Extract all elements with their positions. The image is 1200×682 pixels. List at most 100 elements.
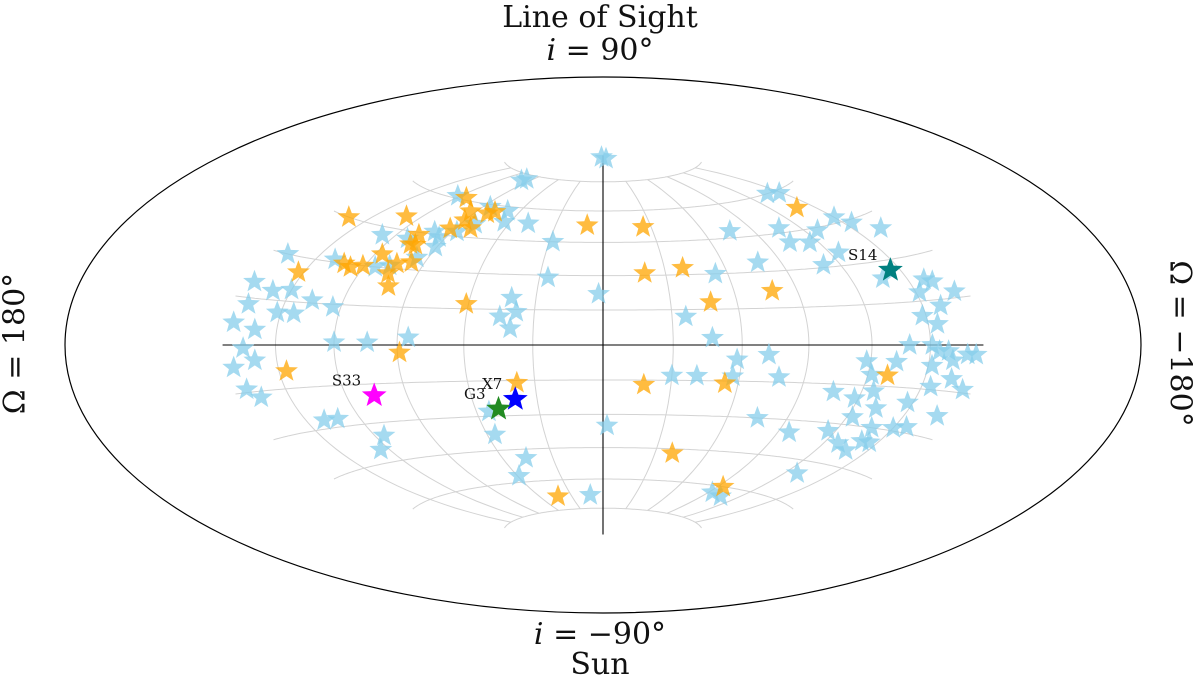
light_star-point <box>536 265 560 288</box>
orange_star-point <box>275 359 298 381</box>
light_star-point <box>920 269 944 291</box>
light_star-point <box>941 348 965 371</box>
orange_star-point <box>287 260 310 282</box>
orange_star-point <box>475 201 499 224</box>
orange_star-point <box>785 195 809 218</box>
star-s14 <box>878 257 903 281</box>
left-omega-value: = 180° <box>0 272 33 390</box>
orange_star-point <box>876 363 899 386</box>
light_star-point <box>685 363 709 386</box>
light_star-point <box>369 437 393 460</box>
orange_star-point <box>351 253 375 276</box>
light_star-point <box>896 390 919 413</box>
bottom-inclination-label: i = −90° <box>400 617 800 652</box>
top-i-symbol: i <box>546 33 557 68</box>
light_star-point <box>943 279 966 302</box>
light_star-point <box>261 278 285 301</box>
light_star-point <box>243 269 266 292</box>
light_star-point <box>363 254 387 277</box>
light_star-point <box>370 222 394 245</box>
light_star-point <box>826 431 850 453</box>
light_star-point <box>725 347 749 370</box>
orange_star-point <box>385 251 409 274</box>
star-label-s14: S14 <box>848 246 877 264</box>
bottom-i-value: = −90° <box>543 617 667 652</box>
light_star-point <box>516 211 540 234</box>
light_star-point <box>862 379 886 401</box>
orange_star-point <box>453 208 477 231</box>
light_star-point <box>827 240 850 263</box>
light_star-point <box>312 408 336 430</box>
light_star-point <box>300 288 324 310</box>
orange_star-point <box>632 372 656 395</box>
light_star-point <box>322 330 346 352</box>
light_star-point <box>378 253 402 276</box>
light_star-point <box>857 430 881 453</box>
light_star-point <box>843 386 866 408</box>
light_star-point <box>595 413 619 436</box>
light_star-point <box>674 304 698 327</box>
light_star-point <box>515 167 539 189</box>
light_star-point <box>541 229 565 252</box>
light_star-point <box>855 349 879 371</box>
orange_star-point <box>575 213 599 235</box>
light_star-point <box>895 415 918 437</box>
star-label-x7: X7 <box>482 375 502 393</box>
light_star-point <box>488 304 512 327</box>
light_star-point <box>445 219 469 242</box>
light_star-point <box>276 242 300 264</box>
light_star-point <box>483 422 507 445</box>
stars-layer <box>222 145 988 506</box>
light_star-point <box>496 198 520 221</box>
light_star-point <box>396 325 420 348</box>
light_star-point <box>746 405 769 428</box>
light_star-point <box>841 405 864 427</box>
orange_star-point <box>407 222 431 245</box>
light_star-point <box>660 363 684 386</box>
light_star-point <box>925 404 949 426</box>
light_star-point <box>321 295 345 317</box>
star-label-s33: S33 <box>332 372 361 390</box>
light_star-point <box>956 342 980 365</box>
light_star-point <box>700 480 724 503</box>
light_star-point <box>427 225 451 247</box>
light_star-point <box>785 461 809 483</box>
light_star-point <box>405 245 429 268</box>
light_star-point <box>326 406 350 429</box>
light_star-point <box>492 209 516 232</box>
orange_star-point <box>631 215 655 237</box>
light_star-point <box>231 336 255 358</box>
left-omega-label: Ω = 180° <box>0 234 33 454</box>
light_star-point <box>806 218 829 240</box>
orange_star-point <box>400 250 423 272</box>
light_star-point <box>951 377 974 400</box>
light_star-point <box>280 277 303 300</box>
right-omega-symbol: Ω <box>1162 260 1198 286</box>
light_star-point <box>709 484 732 506</box>
title-inclination-top: i = 90° <box>400 33 800 68</box>
light_star-point <box>919 374 942 397</box>
light_star-point <box>822 379 845 402</box>
light_star-point <box>926 312 949 334</box>
light_star-point <box>249 385 273 408</box>
light_star-point <box>423 234 447 257</box>
light_star-point <box>500 285 524 308</box>
orange_star-point <box>713 371 737 393</box>
orange_star-point <box>660 441 684 463</box>
light_star-point <box>701 325 724 348</box>
orange_star-point <box>699 290 723 312</box>
light_star-point <box>860 362 884 385</box>
light_star-point <box>498 316 522 339</box>
right-omega-value: = −180° <box>1162 285 1198 427</box>
light_star-point <box>869 216 893 238</box>
light_star-point <box>928 339 951 361</box>
star-label-g3: G3 <box>464 385 486 403</box>
light_star-point <box>840 210 863 233</box>
orange_star-point <box>760 278 784 301</box>
left-omega-symbol: Ω <box>0 389 33 415</box>
orange_star-point <box>332 251 356 274</box>
star-x7 <box>502 386 528 410</box>
light_star-point <box>822 205 846 227</box>
light_star-point <box>921 333 944 355</box>
